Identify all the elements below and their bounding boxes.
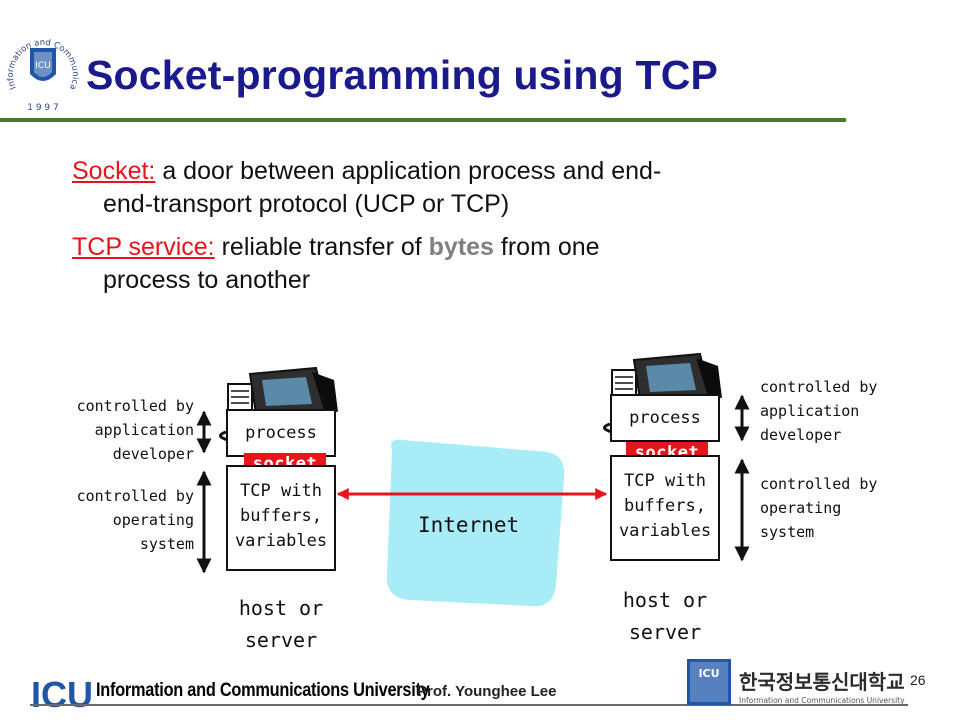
- footer-university-name: Information and Communications Universit…: [96, 680, 430, 701]
- left-app-control-label: controlled by application developer: [76, 397, 194, 463]
- right-app-control-label: controlled by application developer: [760, 378, 878, 444]
- university-korean-logo: ICU 한국정보통신대학교 Information and Communicat…: [687, 659, 905, 705]
- title-divider: [0, 118, 846, 122]
- internet-cloud: [386, 439, 565, 607]
- bullet-socket-line1: Socket: a door between application proce…: [72, 155, 661, 188]
- footer-professor: Prof. Younghee Lee: [417, 683, 557, 700]
- left-tcp-box: TCP with buffers, variables: [226, 465, 336, 571]
- page-title: Socket-programming using TCP: [86, 52, 719, 98]
- term-tcp-service: TCP service:: [72, 233, 215, 261]
- bullet-socket-text: a door between application process and e…: [155, 157, 662, 185]
- footer-divider: [30, 704, 908, 706]
- university-seal-logo: Information and Communications Universit…: [6, 28, 80, 113]
- page-number: 26: [910, 672, 926, 688]
- right-host-label: host or server: [622, 588, 708, 644]
- right-computer-icon: [603, 352, 722, 434]
- left-os-control-label: controlled by operating system: [76, 487, 194, 553]
- left-host-label: host or server: [238, 596, 324, 652]
- bullet-tcp-line2: process to another: [103, 266, 311, 294]
- right-tcp-box: TCP with buffers, variables: [610, 455, 720, 561]
- right-os-control-label: controlled by operating system: [760, 475, 878, 541]
- svg-text:Information and Communications: Information and Communications Universit…: [739, 696, 905, 705]
- svg-text:ICU: ICU: [35, 61, 51, 71]
- term-socket: Socket:: [72, 157, 156, 185]
- bytes-highlight: bytes: [428, 233, 494, 261]
- svg-text:1 9 9 7: 1 9 9 7: [27, 103, 59, 113]
- internet-label: Internet: [418, 513, 520, 537]
- bullet-tcp-text-post: from one: [493, 233, 600, 261]
- bullet-tcp-line1: TCP service: reliable transfer of bytes …: [72, 231, 600, 264]
- bullet-tcp-text-pre: reliable transfer of: [214, 233, 429, 261]
- left-process-box: process: [226, 409, 336, 457]
- right-process-box: process: [610, 394, 720, 442]
- svg-text:한국정보통신대학교: 한국정보통신대학교: [739, 670, 905, 694]
- svg-text:ICU: ICU: [698, 667, 719, 680]
- bullet-socket-line2: end-transport protocol (UCP or TCP): [103, 190, 510, 218]
